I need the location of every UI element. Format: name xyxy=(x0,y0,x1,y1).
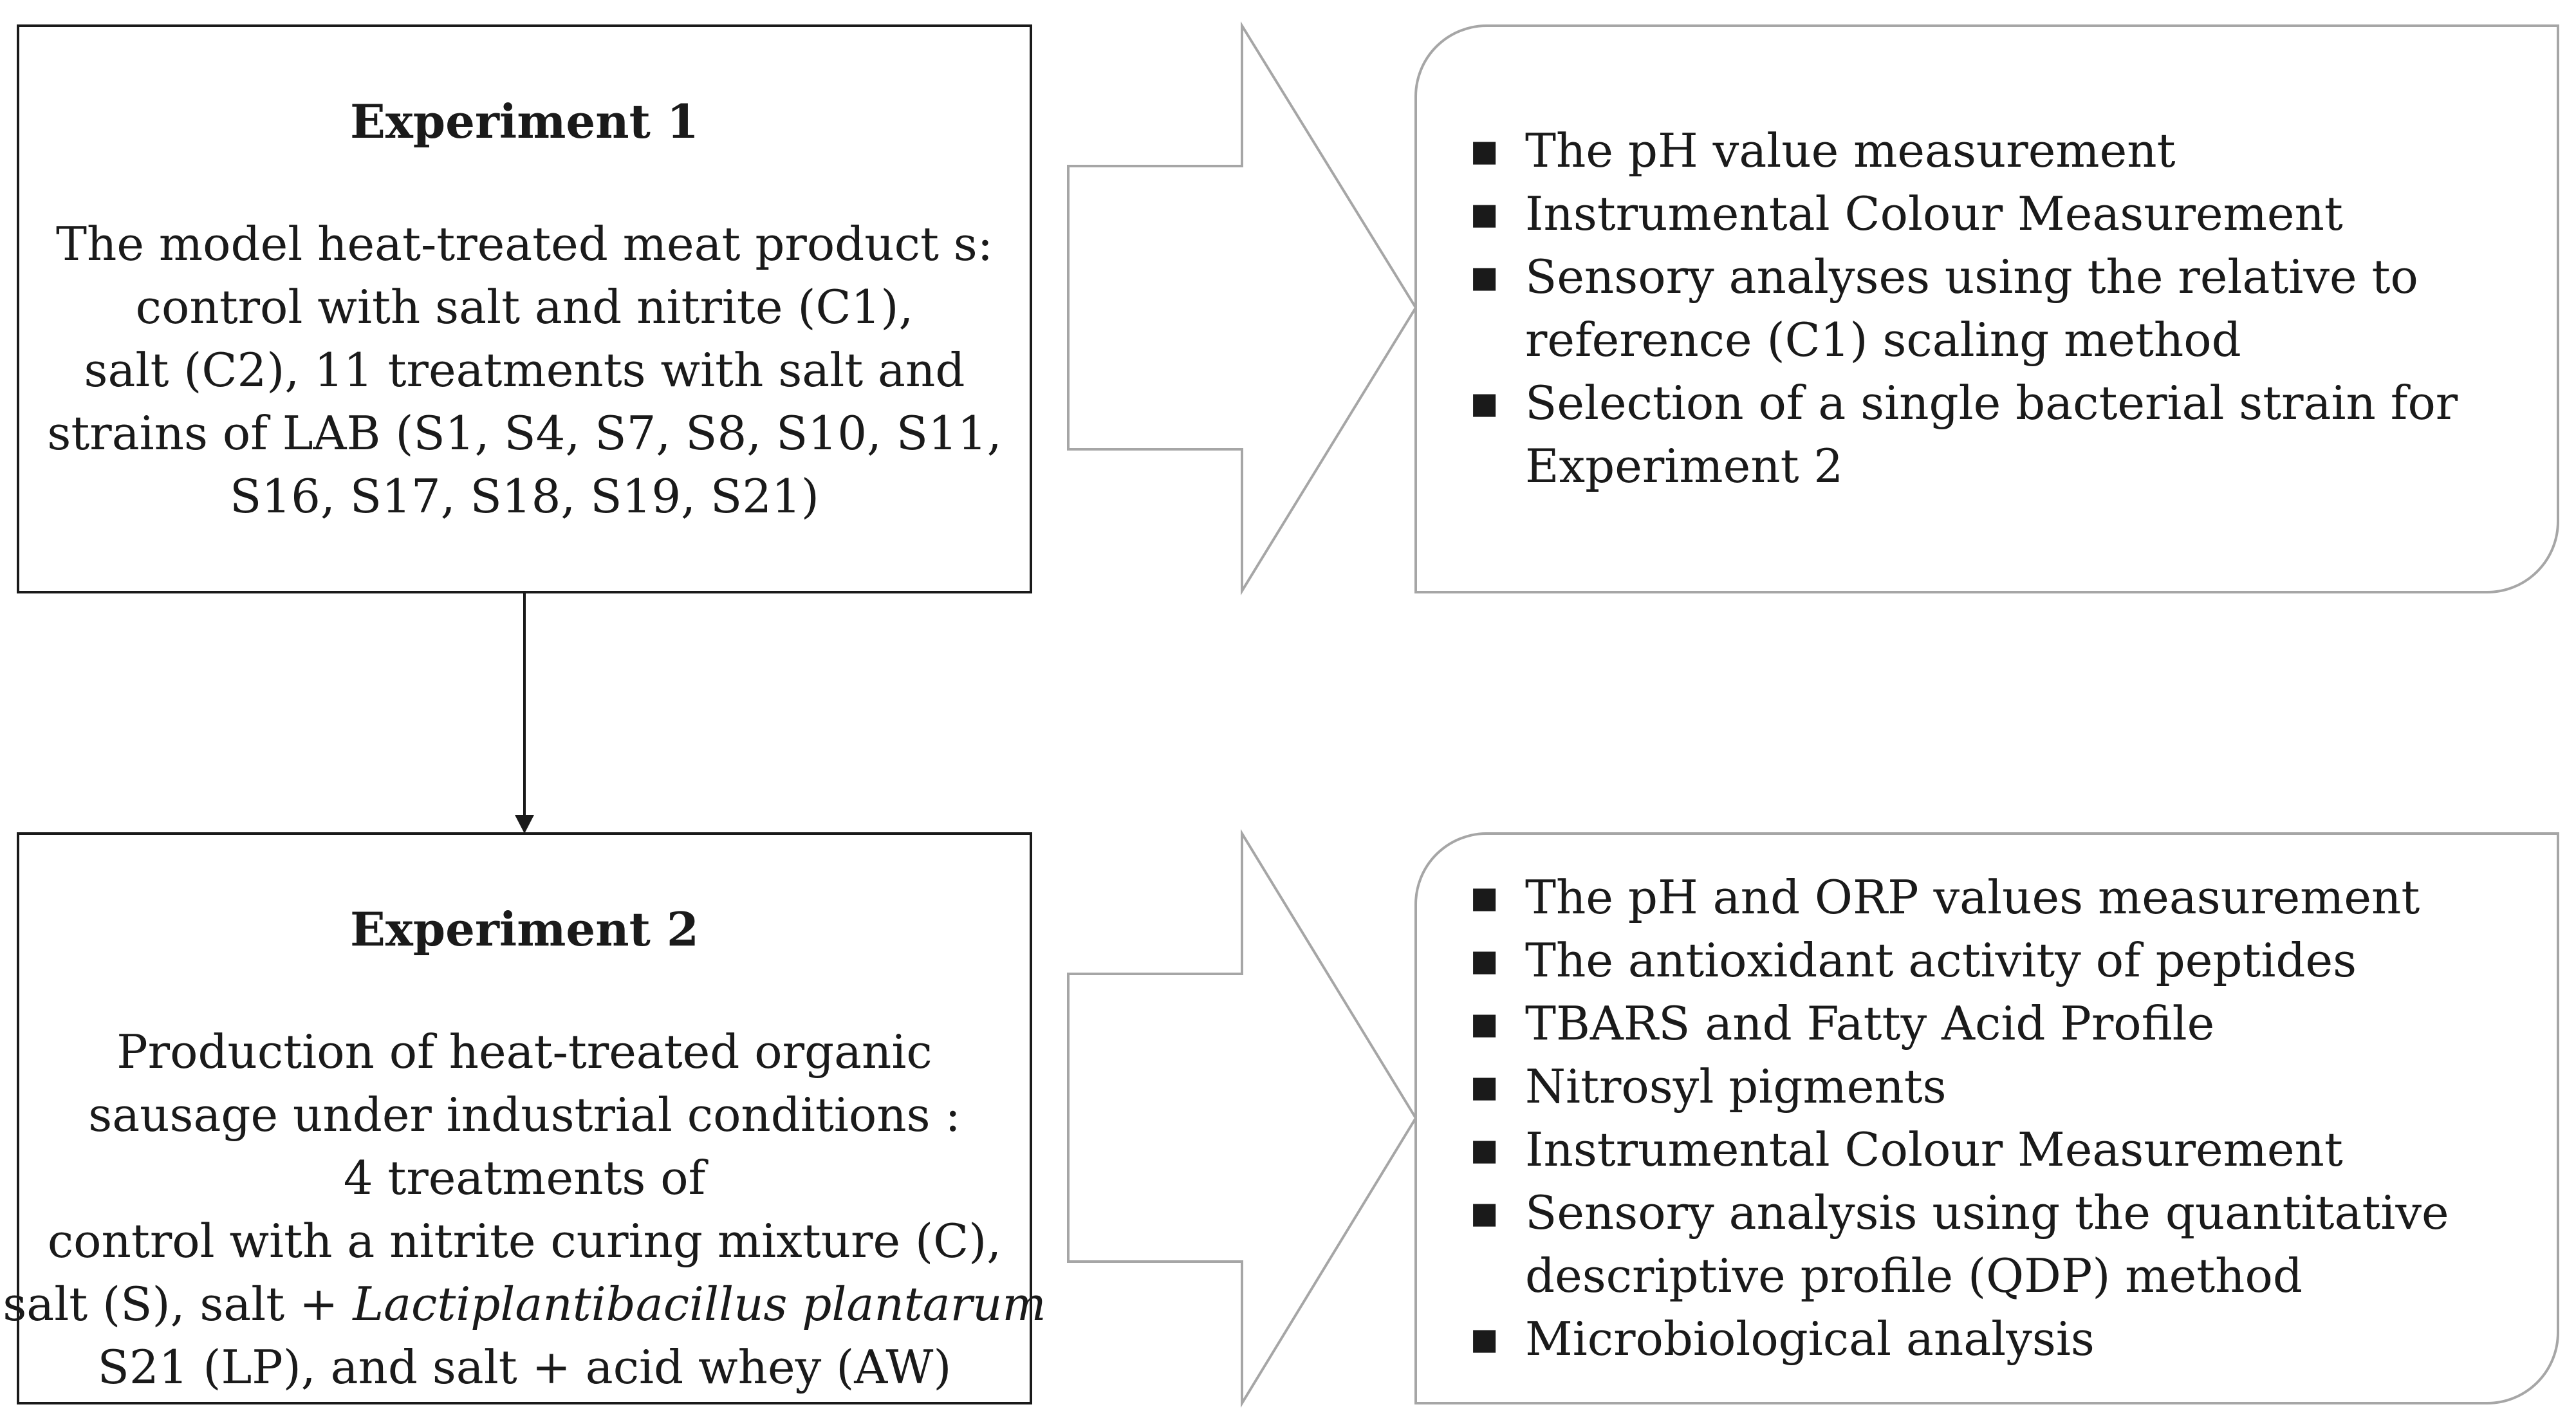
experiment1-line: S16, S17, S18, S19, S21) xyxy=(230,469,819,523)
bullet-square-icon: ■ xyxy=(1470,259,1499,294)
experiment2-title: Experiment 2 xyxy=(349,902,699,956)
outcome-item: ■ Selection of a single bacterial strain… xyxy=(1461,371,2516,498)
outcome-list-2: ■ The pH and ORP values measurement ■ Th… xyxy=(1461,866,2516,1370)
experiment2-line: Production of heat-treated organic xyxy=(116,1025,932,1079)
outcome-item: ■ The pH and ORP values measurement xyxy=(1461,866,2516,929)
species-name: Lactiplantibacillus plantarum xyxy=(353,1277,1046,1331)
outcome-item: ■ The pH value measurement xyxy=(1461,119,2516,182)
bullet-square-icon: ■ xyxy=(1470,1132,1499,1167)
bullet-square-icon: ■ xyxy=(1470,1069,1499,1104)
outcome-item: ■ Nitrosyl pigments xyxy=(1461,1055,2516,1118)
experiment1-box xyxy=(17,24,1032,593)
experiment2-line5-prefix: salt (S), salt + xyxy=(3,1277,353,1331)
experiment1-line: strains of LAB (S1, S4, S7, S8, S10, S11… xyxy=(47,406,1002,460)
bullet-square-icon: ■ xyxy=(1470,1321,1499,1356)
outcome-text: The pH value measurement xyxy=(1525,124,2176,178)
outcome-text: Instrumental Colour Measurement xyxy=(1525,1123,2343,1177)
arrow-right-1 xyxy=(1067,21,1418,596)
bullet-square-icon: ■ xyxy=(1470,196,1499,231)
outcome-item: ■ Microbiological analysis xyxy=(1461,1307,2516,1370)
outcome-text: The pH and ORP values measurement xyxy=(1525,870,2420,924)
arrow-right-2 xyxy=(1067,828,1418,1408)
experiment1-line: The model heat-treated meat product s: xyxy=(56,217,993,271)
outcome-box-2 xyxy=(1414,832,2559,1404)
outcome-item: ■ Sensory analyses using the relative to… xyxy=(1461,245,2516,371)
outcome-item: ■ Instrumental Colour Measurement xyxy=(1461,182,2516,245)
outcome-item: ■ Instrumental Colour Measurement xyxy=(1461,1118,2516,1181)
experiment2-line: S21 (LP), and salt + acid whey (AW) xyxy=(97,1340,952,1394)
experiment1-line: control with salt and nitrite (C1), xyxy=(135,280,914,334)
outcome-item: ■ Sensory analysis using the quantitativ… xyxy=(1461,1181,2516,1307)
outcome-text: Instrumental Colour Measurement xyxy=(1525,187,2343,241)
outcome-text: Selection of a single bacterial strain f… xyxy=(1525,376,2458,493)
bullet-square-icon: ■ xyxy=(1470,880,1499,915)
experiment2-content: Experiment 2 Production of heat-treated … xyxy=(3,834,1046,1403)
experiment1-line: salt (C2), 11 treatments with salt and xyxy=(84,343,965,397)
outcome-text: The antioxidant activity of peptides xyxy=(1525,933,2357,987)
experiment1-title: Experiment 1 xyxy=(349,94,699,149)
connector-arrowhead xyxy=(515,815,534,834)
experiment2-line: control with a nitrite curing mixture (C… xyxy=(47,1214,1002,1268)
outcome-list-1: ■ The pH value measurement ■ Instrumenta… xyxy=(1461,119,2516,498)
experiment2-line: sausage under industrial conditions : xyxy=(88,1088,961,1142)
outcome-text: TBARS and Fatty Acid Profile xyxy=(1525,996,2215,1050)
outcome-item: ■ The antioxidant activity of peptides xyxy=(1461,929,2516,992)
experiment2-line: salt (S), salt + Lactiplantibacillus pla… xyxy=(3,1273,1046,1336)
outcome-text: Nitrosyl pigments xyxy=(1525,1059,1947,1114)
outcome-item: ■ TBARS and Fatty Acid Profile xyxy=(1461,992,2516,1055)
experiment2-box xyxy=(17,832,1032,1404)
experiment1-content: Experiment 1 The model heat-treated meat… xyxy=(18,26,1031,592)
bullet-square-icon: ■ xyxy=(1470,1006,1499,1041)
bullet-square-icon: ■ xyxy=(1470,386,1499,420)
bullet-square-icon: ■ xyxy=(1470,133,1499,168)
bullet-square-icon: ■ xyxy=(1470,943,1499,978)
experiment2-line: 4 treatments of xyxy=(343,1151,706,1205)
outcome-box-1 xyxy=(1414,24,2559,593)
outcome-text: Microbiological analysis xyxy=(1525,1312,2095,1366)
outcome-text: Sensory analysis using the quantitative … xyxy=(1525,1186,2449,1303)
outcome-text: Sensory analyses using the relative to r… xyxy=(1525,250,2418,367)
bullet-square-icon: ■ xyxy=(1470,1195,1499,1230)
